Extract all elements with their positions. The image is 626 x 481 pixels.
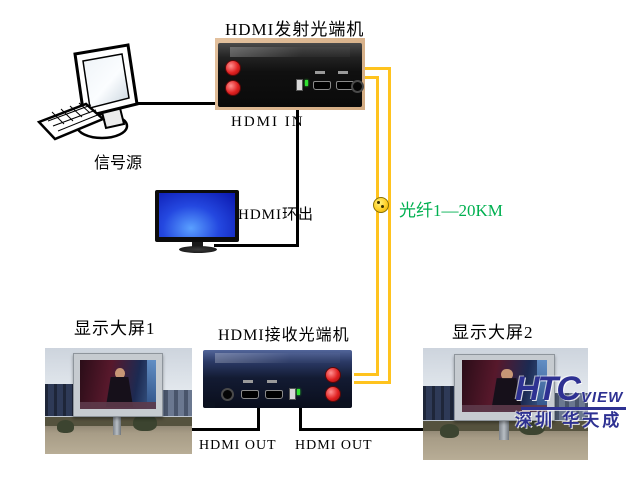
receiver-title: HDMI接收光端机	[218, 327, 350, 344]
billboard-pole	[112, 409, 122, 435]
fiber-distance-label: 光纤1—20KM	[399, 201, 503, 220]
billboard-screen	[80, 359, 156, 410]
hdmi-out-right-label: HDMI OUT	[295, 438, 373, 453]
logo-underline	[521, 407, 626, 410]
fiber-outer-bottom	[354, 381, 391, 384]
rx-led-icon	[297, 389, 300, 395]
screen-right-title: 显示大屏2	[452, 323, 534, 342]
tx-led-icon	[305, 80, 308, 86]
news-anchor-icon	[114, 367, 125, 379]
billboard-pole	[498, 412, 509, 440]
htcview-logo: HTC VIEW 深圳 华天成	[515, 372, 626, 429]
tx-dip-switch-icon	[296, 79, 303, 91]
fiber-outer-v	[388, 67, 391, 384]
hdmi-loop-out-label: HDMI环出	[238, 207, 314, 223]
fiber-inner-bottom	[354, 373, 379, 376]
bush-icon	[518, 417, 546, 436]
fiber-outer-top	[360, 67, 391, 70]
fiber-inner-v	[376, 76, 379, 376]
rx-dc-jack-icon	[221, 388, 234, 401]
computer-icon	[36, 43, 139, 141]
rx-hdmi-out-2-port-icon	[265, 390, 283, 399]
tx-fiber-port-1-icon	[225, 60, 241, 76]
transmitter-title: HDMI发射光端机	[225, 20, 365, 39]
photo-display-screen-2	[423, 348, 588, 460]
logo-htc-text: HTC	[515, 370, 581, 408]
cable-out-left-h	[190, 428, 260, 431]
receiver-device	[203, 350, 352, 408]
transmitter-device	[215, 38, 365, 110]
signal-source-label: 信号源	[94, 155, 143, 172]
fiber-inner-top	[360, 76, 379, 79]
receiver-chassis	[203, 350, 352, 408]
cable-out-right-h	[299, 428, 425, 431]
billboard-screen	[462, 360, 548, 413]
tx-hdmi-in-port-icon	[313, 81, 331, 90]
logo-view-text: VIEW	[580, 389, 624, 406]
cable-out-left-v	[257, 406, 260, 431]
tx-dc-jack-icon	[351, 80, 364, 93]
bush-icon	[133, 413, 157, 431]
screen-left-title: 显示大屏1	[74, 319, 156, 338]
cable-loop-out-v	[296, 95, 299, 246]
cable-loop-out-h	[214, 244, 299, 247]
hdmi-in-label: HDMI IN	[231, 114, 305, 130]
bush-icon	[56, 420, 75, 433]
rx-fiber-port-2-icon	[325, 386, 341, 402]
fiber-coil-icon	[373, 197, 389, 213]
logo-subtitle: 深圳 华天成	[515, 411, 623, 430]
loop-out-monitor-icon	[155, 190, 239, 254]
transmitter-chassis	[218, 43, 364, 107]
rx-dip-switch-icon	[289, 388, 296, 400]
cable-out-right-v	[299, 406, 302, 431]
news-anchor-icon	[501, 368, 513, 381]
hdmi-out-left-label: HDMI OUT	[199, 438, 277, 453]
photo-display-screen-1	[45, 348, 192, 454]
tx-fiber-port-2-icon	[225, 80, 241, 96]
rx-hdmi-out-1-port-icon	[241, 390, 259, 399]
led-billboard	[72, 353, 164, 417]
bush-icon	[439, 424, 460, 438]
rx-fiber-port-1-icon	[325, 367, 341, 383]
cable-source-to-tx-h	[133, 102, 281, 105]
